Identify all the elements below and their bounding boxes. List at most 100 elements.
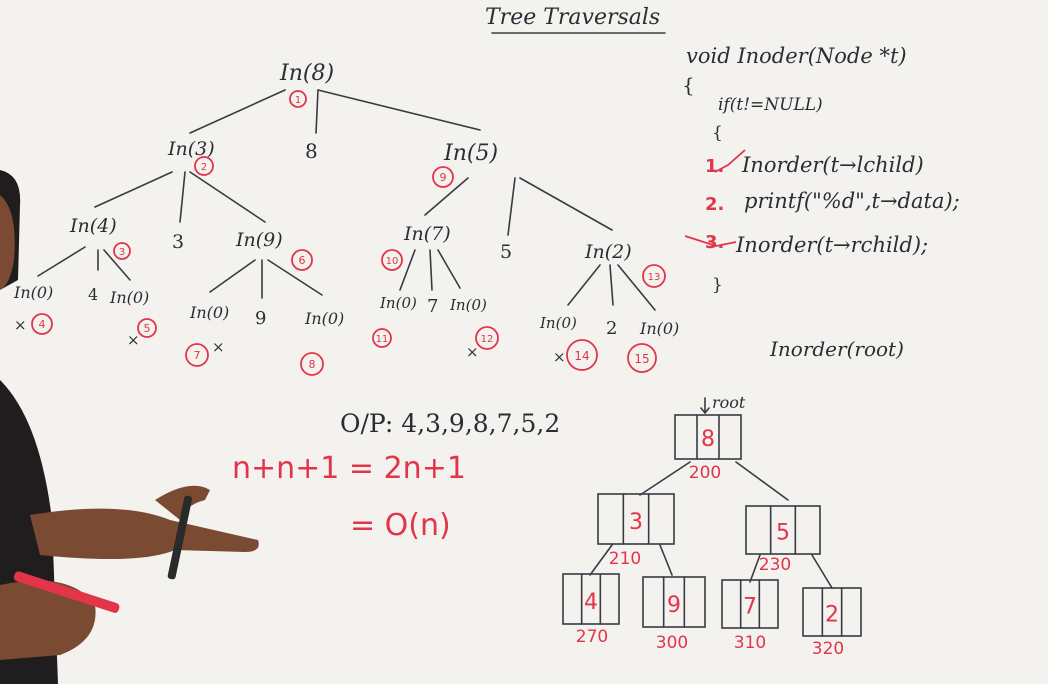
step-circle-13	[642, 264, 666, 288]
memory-node-value: 4	[584, 590, 598, 615]
node-in5: In(5)	[443, 141, 498, 166]
presenter	[0, 170, 259, 684]
memory-edges-root	[639, 461, 789, 501]
step-number-2: 2	[201, 162, 207, 173]
step-number-1: 1	[295, 95, 301, 106]
memory-node-value: 2	[825, 603, 839, 628]
memory-node-3: 3 210	[597, 493, 675, 569]
memory-node-box	[642, 576, 706, 628]
value-2: 2	[606, 318, 617, 339]
memory-node-4: 4 270	[562, 573, 620, 647]
tree-edges-in9	[209, 259, 323, 299]
memory-edges-left	[589, 544, 673, 576]
red-marker	[13, 571, 120, 613]
memory-node-value: 7	[743, 595, 757, 620]
value-5: 5	[500, 241, 512, 263]
memory-node-value: 9	[667, 593, 681, 618]
red-tick-3	[684, 235, 737, 247]
red-tick-1	[714, 149, 746, 173]
tree-edges-root	[189, 89, 481, 134]
step-circle-2	[194, 156, 214, 176]
memory-node-box	[802, 587, 862, 637]
step-number-8: 8	[309, 358, 316, 371]
code-line-2: printf("%d",t→data);	[744, 189, 960, 213]
presenter-other-hand	[0, 580, 96, 660]
node-in7: In(7)	[403, 223, 451, 245]
memory-node-address: 210	[609, 549, 641, 569]
code-if-brace: {	[712, 123, 723, 143]
node-in4: In(4)	[69, 215, 117, 237]
step-number-7: 7	[194, 349, 201, 362]
root-pointer-label: root	[712, 393, 746, 412]
tree-edges-in2	[567, 264, 656, 311]
presenter-face	[0, 195, 15, 290]
memory-node-box	[597, 493, 675, 545]
node-in0-a: In(0)	[13, 283, 53, 302]
node-in0-h: In(0)	[639, 319, 679, 338]
node-in0-f: In(0)	[449, 296, 487, 314]
node-in0-b: In(0)	[109, 288, 149, 307]
step-number-3: 3	[119, 247, 125, 258]
node-in0-e: In(0)	[379, 294, 417, 312]
memory-node-address: 200	[689, 463, 721, 483]
memory-node-box	[745, 505, 821, 555]
null-mark-g: ×	[553, 348, 566, 366]
step-number-9: 9	[440, 171, 447, 184]
step-number-14: 14	[574, 349, 589, 363]
memory-node-value: 3	[629, 510, 643, 535]
black-marker	[167, 495, 193, 580]
null-mark-c: ×	[212, 338, 225, 356]
inorder-code-block: void Inoder(Node *t) { if(t!=NULL) { 1. …	[682, 44, 960, 295]
code-if-line: if(t!=NULL)	[718, 95, 823, 115]
null-mark-f: ×	[466, 343, 479, 361]
value-7: 7	[427, 296, 438, 317]
memory-node-address: 230	[759, 555, 791, 575]
inorder-root-call: Inorder(root)	[769, 337, 904, 361]
step-circle-10	[381, 249, 403, 271]
code-close-brace: }	[712, 275, 723, 295]
step-number-10: 10	[386, 256, 399, 267]
node-in2: In(2)	[584, 241, 632, 263]
memory-tree: root	[589, 393, 833, 589]
step-number-6: 6	[299, 254, 306, 267]
tree-edges-in7	[399, 249, 461, 291]
memory-node-box	[674, 414, 742, 460]
presenter-hand	[155, 485, 210, 520]
memory-node-address: 300	[656, 633, 688, 653]
code-line-1: Inorder(t→lchild)	[741, 153, 924, 177]
value-4: 4	[88, 285, 98, 304]
step-circle-3	[113, 242, 131, 260]
memory-node-address: 270	[576, 627, 608, 647]
null-mark-a: ×	[14, 316, 27, 334]
memory-node-box	[721, 579, 779, 629]
memory-edges-right	[749, 554, 833, 589]
code-step-mark-2: 2.	[705, 194, 724, 215]
tree-edges-in3	[94, 171, 266, 223]
step-number-13: 13	[648, 272, 661, 283]
step-circles: 1 2 3 4 5 6 7 8 9 10 11 12 13 14 15	[31, 90, 666, 376]
code-step-mark-3: 3.	[705, 232, 724, 253]
null-mark-b: ×	[127, 331, 140, 349]
inorder-output: O/P: 4,3,9,8,7,5,2	[340, 409, 560, 438]
step-circle-8	[300, 352, 324, 376]
presenter-arm	[30, 508, 259, 559]
tree-edges-in5	[424, 177, 613, 236]
complexity-line-2: = O(n)	[350, 508, 451, 543]
node-in8: In(8)	[279, 61, 334, 86]
tree-edges-in4	[37, 246, 131, 281]
step-circle-15	[627, 343, 657, 373]
value-8: 8	[305, 139, 318, 163]
node-in0-c: In(0)	[189, 303, 229, 322]
complexity-line-1: n+n+1 = 2n+1	[232, 451, 466, 486]
code-step-mark-1: 1.	[705, 156, 724, 177]
step-number-15: 15	[634, 352, 649, 366]
step-number-12: 12	[481, 334, 494, 345]
value-9: 9	[255, 308, 266, 329]
step-circle-11	[372, 328, 392, 348]
step-circle-5	[137, 318, 157, 338]
step-circle-12	[475, 326, 499, 350]
